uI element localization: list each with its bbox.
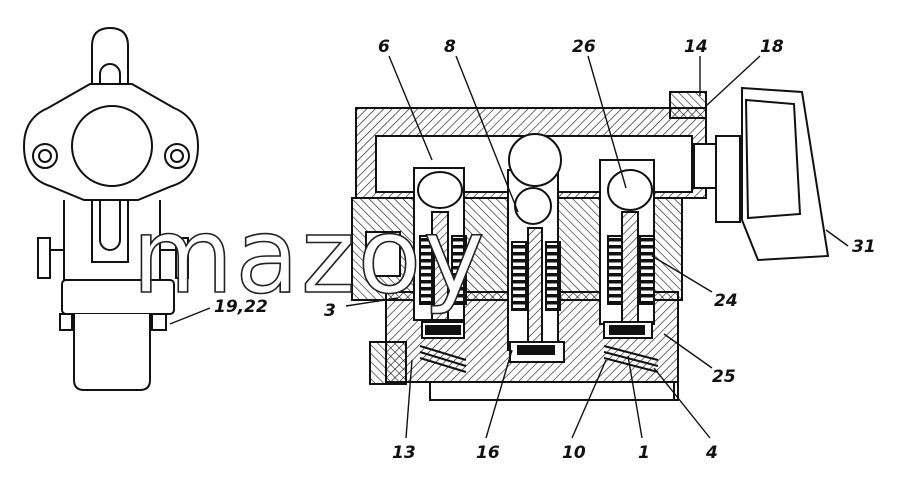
label-8: 8 bbox=[444, 37, 456, 57]
label-14: 14 bbox=[684, 37, 708, 57]
label-16: 16 bbox=[476, 443, 500, 463]
label-25: 25 bbox=[712, 367, 736, 387]
label-10: 10 bbox=[562, 443, 586, 463]
label-24: 24 bbox=[714, 291, 738, 311]
leader-lines bbox=[169, 55, 849, 439]
label-31: 31 bbox=[852, 237, 876, 257]
label-26: 26 bbox=[572, 37, 596, 57]
section-view bbox=[351, 86, 830, 401]
label-3: 3 bbox=[324, 301, 336, 321]
label-18: 18 bbox=[760, 37, 784, 57]
label-6: 6 bbox=[378, 37, 390, 57]
label-1: 1 bbox=[638, 443, 650, 463]
side-view bbox=[22, 26, 200, 391]
label-19-22: 19,22 bbox=[214, 297, 268, 317]
label-4: 4 bbox=[705, 443, 718, 463]
watermark: mazoy bbox=[132, 195, 487, 317]
part-labels: 6 8 26 14 18 31 19,22 3 24 25 13 16 10 1… bbox=[214, 37, 876, 463]
label-13: 13 bbox=[392, 443, 416, 463]
